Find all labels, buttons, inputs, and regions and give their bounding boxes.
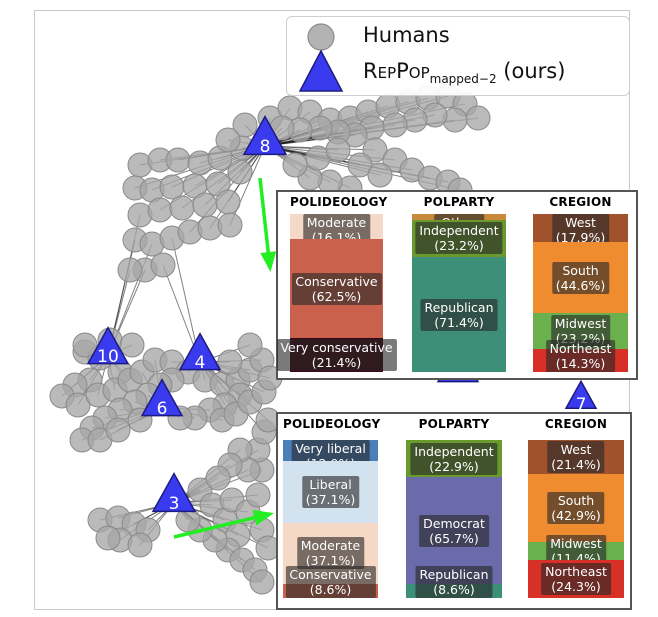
segment-label: Conservative(62.5%) bbox=[291, 272, 382, 305]
human-marker bbox=[147, 197, 173, 223]
legend-model-subscript: mapped−2 bbox=[429, 72, 497, 87]
human-marker bbox=[72, 332, 98, 358]
column-title: POLPARTY bbox=[418, 417, 490, 431]
segment-label: Independent(23.2%) bbox=[415, 222, 503, 255]
segment-label: South(44.6%) bbox=[551, 261, 610, 294]
human-marker bbox=[165, 147, 191, 173]
human-marker bbox=[127, 532, 153, 558]
column-title: CREGION bbox=[544, 417, 608, 431]
segment-label: Northeast(14.3%) bbox=[545, 340, 616, 372]
stacked-bar: Independent(22.9%) Democrat(65.7%) Republi… bbox=[406, 440, 502, 598]
human-marker bbox=[347, 152, 373, 178]
human-marker bbox=[95, 525, 121, 551]
segment-label: West(17.9%) bbox=[551, 214, 610, 246]
legend-markers bbox=[298, 23, 344, 92]
node-3-triangle bbox=[151, 472, 197, 513]
stacked-bar: Very liberal(12.9%)Liberal(37.1%)Moderat… bbox=[283, 440, 378, 598]
legend-model-label: RepPopmapped−2 (ours) bbox=[363, 59, 565, 86]
human-marker bbox=[119, 332, 145, 358]
node-7-label: 7 bbox=[576, 395, 587, 415]
human-marker bbox=[215, 189, 241, 215]
human-marker bbox=[382, 112, 408, 138]
node-6-label: 6 bbox=[157, 399, 168, 419]
node-6-triangle bbox=[140, 378, 184, 417]
legend-model-suffix: (ours) bbox=[503, 59, 566, 83]
node-4-label: 4 bbox=[195, 353, 206, 373]
human-marker bbox=[367, 162, 393, 188]
node-4-triangle bbox=[178, 332, 222, 371]
human-marker bbox=[362, 137, 388, 163]
human-marker bbox=[217, 349, 243, 375]
human-marker bbox=[325, 137, 351, 163]
node-8-highlight-arrow-head bbox=[260, 251, 277, 272]
legend-model-name: RepPop bbox=[363, 59, 430, 83]
human-marker bbox=[169, 195, 195, 221]
segment-label: Independent(22.9%) bbox=[410, 442, 498, 475]
node-8-triangle bbox=[242, 115, 288, 156]
human-marker bbox=[65, 392, 91, 418]
node-10-label: 10 bbox=[97, 347, 119, 367]
human-marker bbox=[192, 192, 218, 218]
stacked-bar: Other(3.6%)Independent(23.2%)Republican(… bbox=[412, 214, 506, 372]
node-8-label: 8 bbox=[260, 137, 271, 157]
human-marker bbox=[465, 105, 491, 131]
segment-label: Democrat(65.7%) bbox=[419, 514, 489, 547]
segment-label: West(21.4%) bbox=[547, 440, 605, 473]
node-3-distribution-panel: POLIDEOLOGY Very liberal(12.9%)Liberal(37… bbox=[276, 412, 632, 610]
stacked-bar: West(21.4%)South(42.9%)Midwest(11.4%)Nor… bbox=[528, 440, 624, 598]
segment-label: Liberal(37.1%) bbox=[301, 475, 360, 508]
segment-label: Conservative(8.6%) bbox=[285, 566, 376, 598]
human-edge bbox=[229, 145, 266, 226]
human-marker bbox=[249, 569, 275, 595]
segment-label: Northeast(24.3%) bbox=[541, 562, 611, 595]
legend-humans-label: Humans bbox=[363, 23, 450, 47]
segment-label: Moderate(37.1%) bbox=[296, 537, 365, 570]
column-title: POLIDEOLOGY bbox=[290, 195, 388, 209]
human-edge bbox=[209, 145, 266, 229]
legend-human-marker bbox=[307, 23, 335, 51]
legend: Humans RepPopmapped−2 (ours) bbox=[286, 16, 630, 96]
human-marker bbox=[105, 417, 131, 443]
segment-label: South(42.9%) bbox=[547, 491, 605, 524]
human-marker bbox=[245, 482, 271, 508]
column-title: POLPARTY bbox=[423, 195, 495, 209]
human-marker bbox=[282, 152, 308, 178]
human-marker bbox=[217, 212, 243, 238]
stacked-bar: West(17.9%)South(44.6%)Midwest(23.2%)Nor… bbox=[533, 214, 628, 372]
human-marker bbox=[205, 465, 231, 491]
human-marker bbox=[117, 257, 143, 283]
node-3-label: 3 bbox=[169, 494, 180, 514]
human-marker bbox=[150, 252, 176, 278]
node-8-distribution-panel: POLIDEOLOGY Moderate(16.1%)Conservative(6… bbox=[276, 190, 638, 380]
node-10-triangle bbox=[86, 326, 130, 365]
column-title: POLIDEOLOGY bbox=[283, 417, 381, 431]
segment-label: Republican(8.6%) bbox=[415, 566, 493, 598]
column-title: CREGION bbox=[549, 195, 612, 209]
human-marker bbox=[237, 332, 263, 358]
node-3-highlight-arrow-head bbox=[252, 509, 274, 526]
node-3-highlight-arrow-shaft bbox=[173, 512, 271, 539]
legend-model-marker bbox=[298, 49, 344, 92]
human-marker bbox=[159, 174, 185, 200]
stacked-bar: Moderate(16.1%)Conservative(62.5%)Very c… bbox=[276, 214, 397, 372]
human-marker bbox=[215, 127, 241, 153]
segment-label: Very conservative(21.4%) bbox=[276, 339, 397, 372]
segment-label: Republican(71.4%) bbox=[420, 298, 498, 331]
human-marker bbox=[227, 159, 253, 185]
node-7-triangle bbox=[564, 379, 598, 410]
